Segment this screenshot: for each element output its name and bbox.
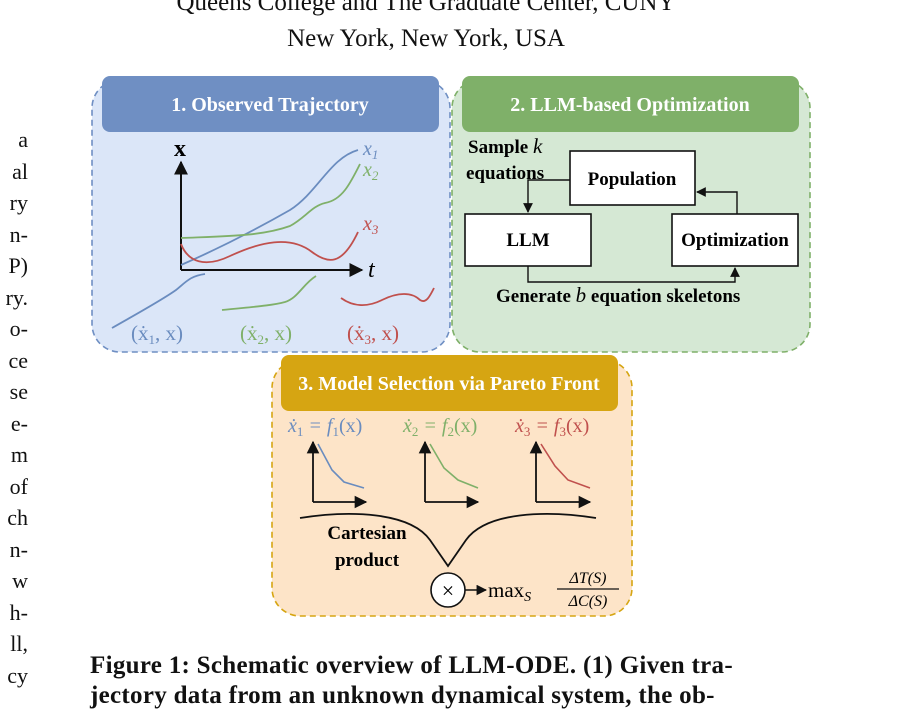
cartesian-label-line2: product bbox=[335, 550, 400, 571]
trajectory-x3 bbox=[180, 231, 359, 264]
cartesian-funnel bbox=[299, 513, 597, 568]
equation-3: ẋ3 = f3(x) bbox=[514, 415, 589, 439]
panel-observed-trajectory: 1. Observed Trajectory x t x1 x2 x3 (ẋ1,… bbox=[91, 76, 451, 353]
panel1-header bbox=[102, 76, 439, 132]
objective-denominator: ΔC(S) bbox=[568, 593, 608, 610]
series-label-x1: x1 bbox=[362, 138, 378, 162]
optimization-label: Optimization bbox=[681, 230, 789, 251]
sample-label-line1: Sample k bbox=[468, 134, 543, 158]
affiliation-line-2: New York, New York, USA bbox=[287, 25, 565, 52]
llm-label: LLM bbox=[506, 230, 549, 251]
left-fragment: h- bbox=[9, 599, 28, 625]
left-fragment: m bbox=[10, 442, 28, 467]
pair-label-1: (ẋ1, x) bbox=[131, 321, 183, 347]
left-fragment: ch bbox=[7, 505, 28, 530]
derivative-curve-3 bbox=[340, 287, 435, 306]
left-fragment: se bbox=[9, 379, 28, 404]
population-box bbox=[569, 150, 696, 206]
pareto-curve-1 bbox=[317, 443, 365, 489]
population-label: Population bbox=[588, 169, 677, 190]
panel2-header bbox=[462, 76, 799, 132]
left-fragment: n- bbox=[9, 536, 28, 562]
product-symbol: × bbox=[442, 578, 454, 603]
optimization-box bbox=[671, 213, 799, 267]
sample-label-line2: equations bbox=[466, 163, 544, 184]
left-fragment: ry bbox=[9, 190, 28, 215]
left-fragment: of bbox=[9, 473, 28, 499]
panel-model-selection: 3. Model Selection via Pareto Front ẋ1 =… bbox=[271, 355, 633, 617]
left-fragment: n- bbox=[9, 221, 28, 247]
panel-llm-optimization: 2. LLM-based Optimization Sample k equat… bbox=[451, 76, 811, 353]
left-fragment: w bbox=[12, 568, 28, 593]
left-fragment: cy bbox=[7, 662, 28, 688]
left-fragment: o- bbox=[9, 316, 28, 341]
left-column-text: a al ry n- P) ry. o- ce se e- m of ch n-… bbox=[0, 124, 28, 691]
max-label: maxS bbox=[488, 578, 531, 605]
left-fragment: ry. bbox=[5, 284, 28, 310]
figure-caption-line-2: jectory data from an unknown dynamical s… bbox=[90, 682, 715, 709]
pareto-curve-3 bbox=[540, 443, 591, 489]
left-fragment: e- bbox=[10, 410, 28, 436]
trajectory-x2 bbox=[180, 163, 361, 239]
pair-label-3: (ẋ3, x) bbox=[347, 321, 399, 347]
left-fragment: P) bbox=[8, 253, 28, 278]
pair-label-2: (ẋ2, x) bbox=[240, 321, 292, 347]
left-fragment: al bbox=[12, 158, 28, 184]
generate-label: Generate b equation skeletons bbox=[496, 283, 740, 307]
pareto-curve-2 bbox=[429, 443, 479, 489]
mini-plot-1 bbox=[306, 440, 368, 509]
panel3-header bbox=[281, 355, 618, 411]
panel1-y-label: x bbox=[174, 136, 186, 162]
panel3-title: 3. Model Selection via Pareto Front bbox=[298, 373, 600, 395]
arrow-optimization-to-population bbox=[696, 187, 738, 214]
derivative-curve-2 bbox=[221, 275, 317, 311]
series-label-x3: x3 bbox=[362, 213, 379, 237]
left-fragment: ce bbox=[8, 347, 28, 373]
panel2-title: 2. LLM-based Optimization bbox=[510, 94, 749, 116]
mini-plot-2 bbox=[418, 440, 480, 509]
equation-1: ẋ1 = f1(x) bbox=[287, 415, 362, 439]
panel1-x-label: t bbox=[368, 257, 376, 283]
mini-plot-3 bbox=[529, 440, 592, 509]
arrow-population-to-llm bbox=[523, 179, 570, 213]
arrow-llm-to-optimization bbox=[527, 266, 740, 283]
derivative-curve-1 bbox=[111, 273, 206, 329]
left-fragment: ll, bbox=[10, 631, 28, 656]
affiliation-line-1: Queens College and The Graduate Center, … bbox=[176, 0, 676, 16]
series-label-x2: x2 bbox=[362, 159, 379, 183]
objective-numerator: ΔT(S) bbox=[569, 570, 607, 587]
cartesian-label-line1: Cartesian bbox=[327, 523, 407, 544]
panel1-title: 1. Observed Trajectory bbox=[171, 94, 369, 116]
left-fragment: a bbox=[18, 127, 28, 152]
equation-2: ẋ2 = f2(x) bbox=[402, 415, 477, 439]
figure-caption-line-1: Figure 1: Schematic overview of LLM-ODE.… bbox=[90, 652, 733, 679]
trajectory-x1 bbox=[180, 149, 359, 266]
